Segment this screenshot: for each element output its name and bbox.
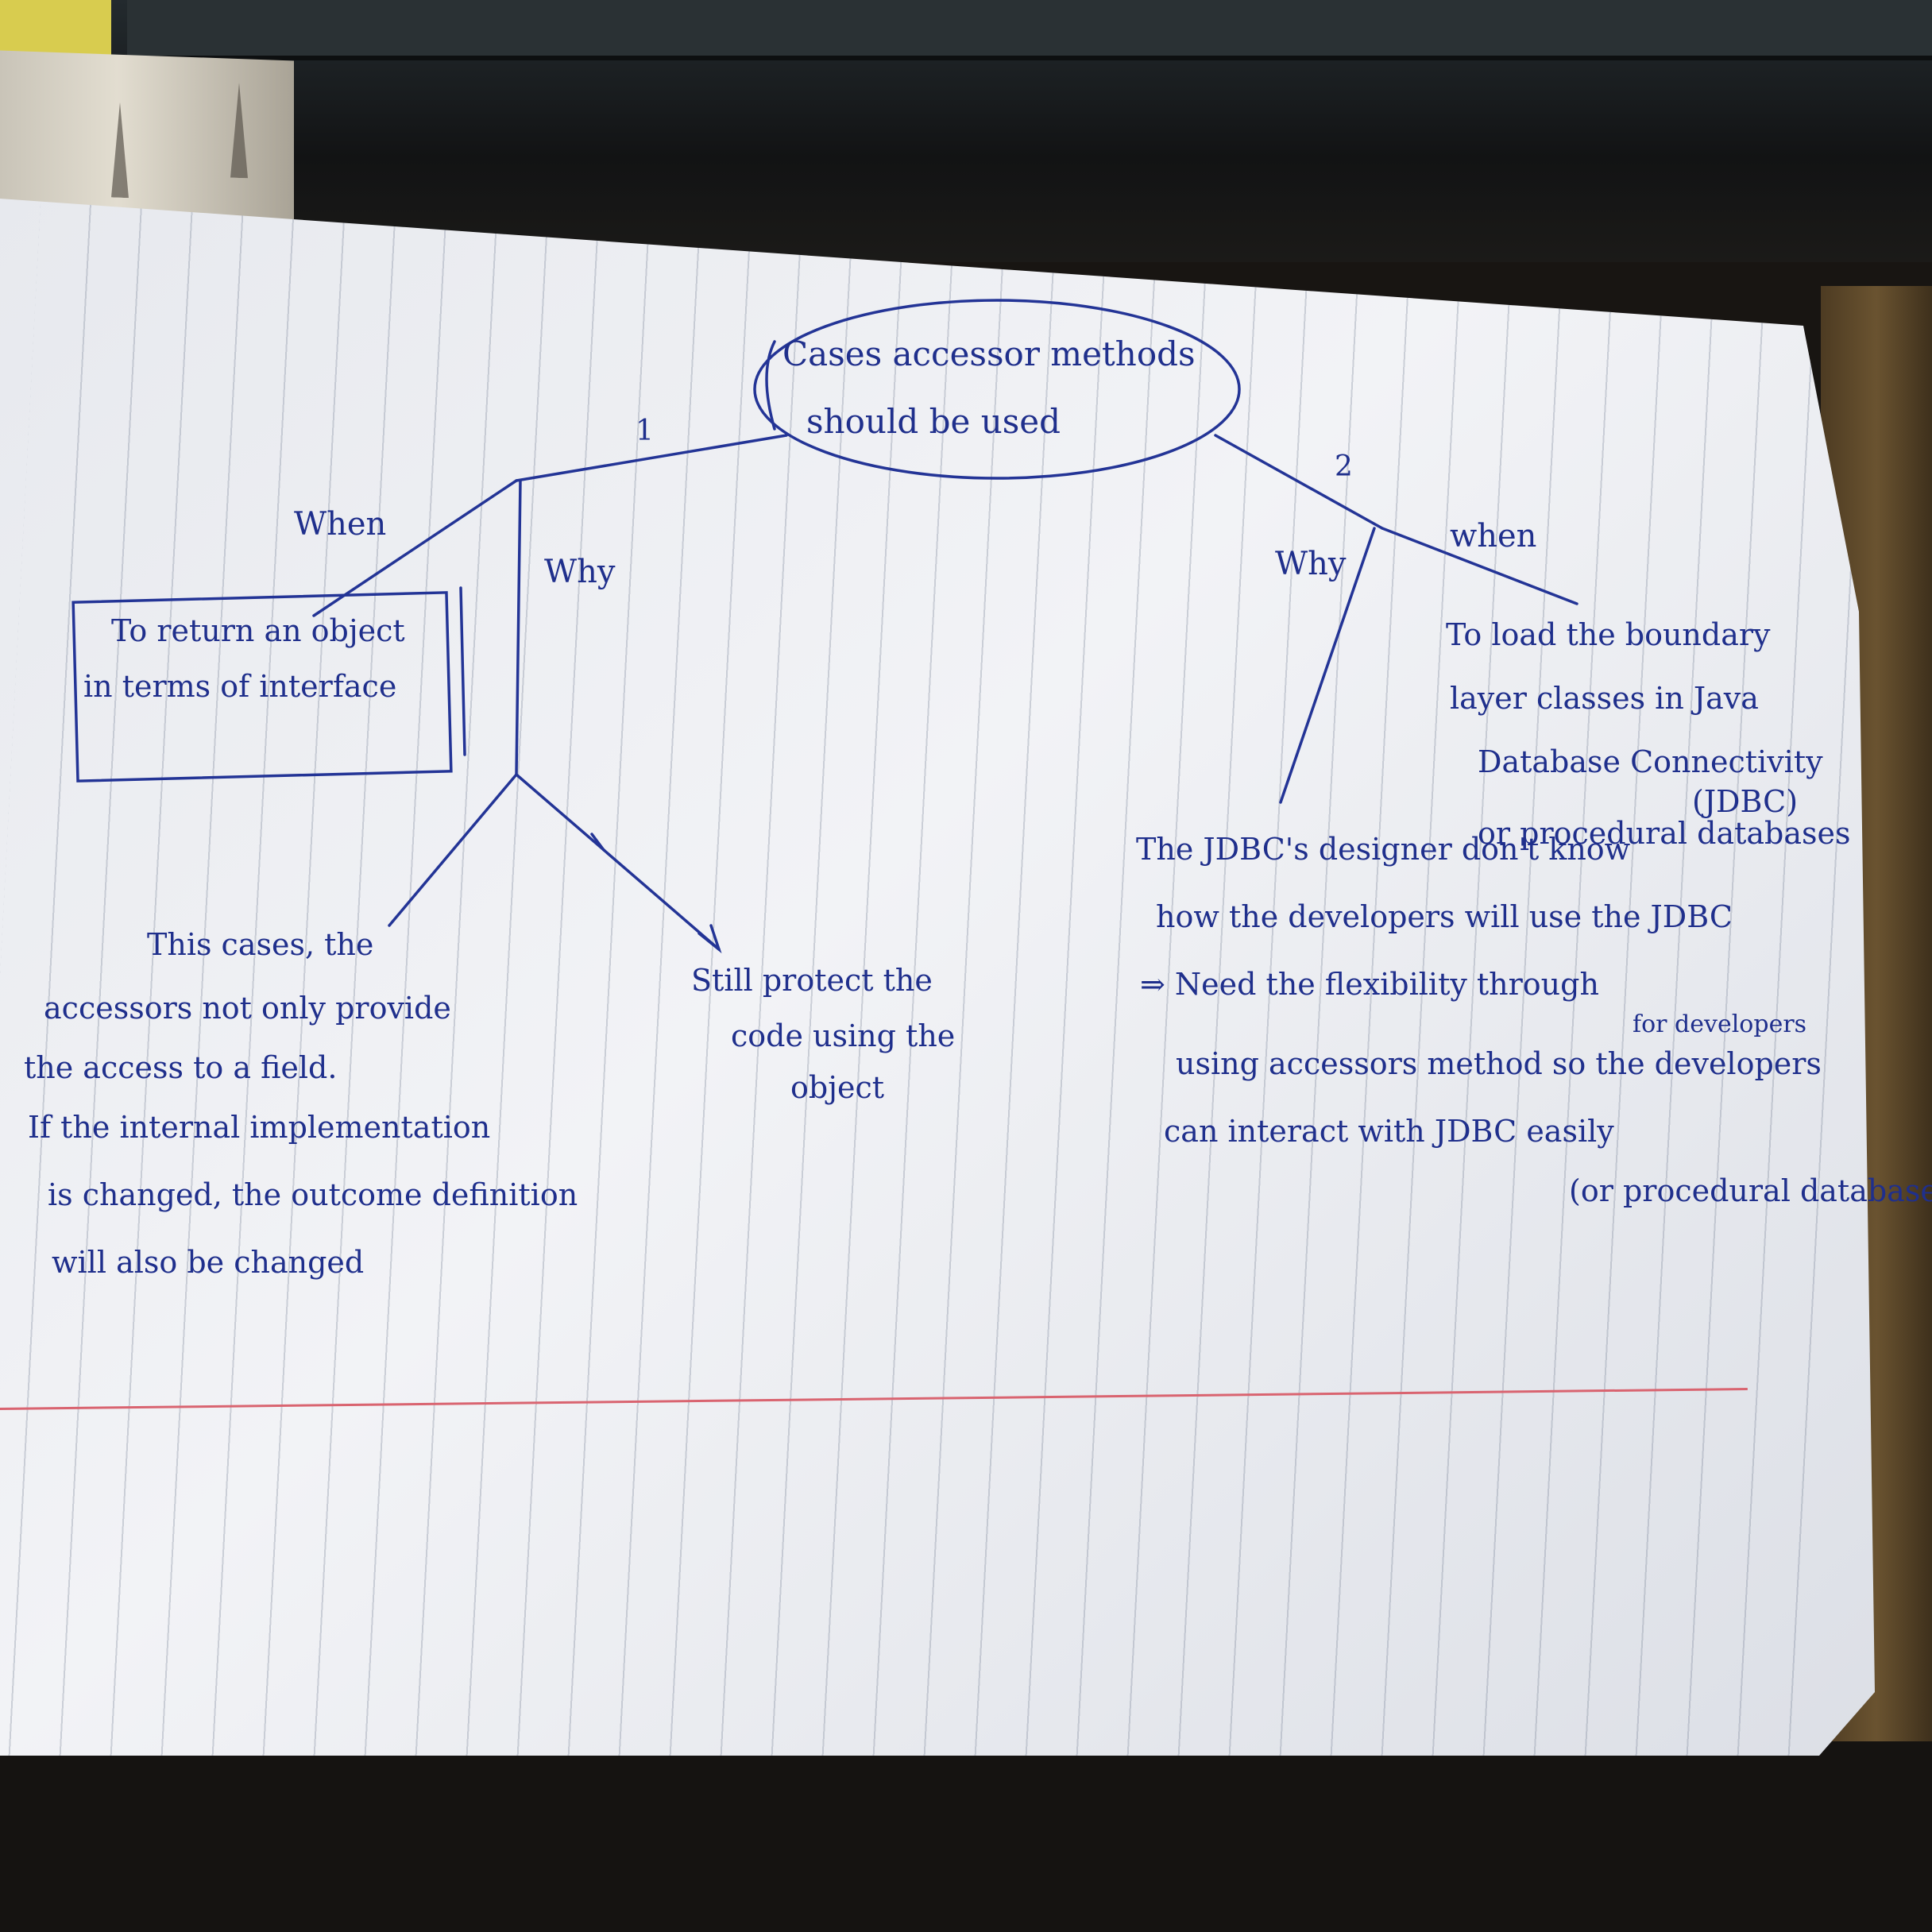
why-left-text-6: will also be changed bbox=[52, 1245, 365, 1280]
branch-1-number: 1 bbox=[636, 415, 654, 447]
desk-shadow bbox=[0, 1741, 1932, 1932]
root-ellipse bbox=[753, 299, 1241, 480]
why-left-text-5: is changed, the outcome definition bbox=[48, 1177, 578, 1212]
why-right-arrowhead bbox=[697, 924, 722, 954]
branch-2-why-text-1: The JDBC's designer don't know bbox=[1136, 832, 1631, 867]
branch-2-edge bbox=[1214, 434, 1384, 530]
branch-2-why-text-3: ⇒ Need the flexibility through bbox=[1140, 967, 1599, 1002]
why-right-text-2: code using the bbox=[731, 1018, 956, 1053]
branch-1-why-edge bbox=[515, 479, 522, 776]
branch-1-edge bbox=[515, 434, 788, 482]
branch-1-when-box bbox=[71, 591, 453, 782]
root-title-line-1: Cases accessor methods bbox=[782, 334, 1196, 373]
why-right-tick bbox=[590, 833, 605, 852]
branch-2-why-text-4: using accessors method so the developers bbox=[1176, 1046, 1822, 1081]
why-right-text-3: object bbox=[790, 1070, 885, 1105]
branch-2-when-text-1: To load the boundary bbox=[1446, 617, 1771, 652]
branch-2-when-text-4: (JDBC) bbox=[1692, 784, 1799, 819]
branch-1-when-text-2: in terms of interface bbox=[83, 669, 397, 704]
branch-2-when-text-3: Database Connectivity bbox=[1478, 744, 1823, 779]
branch-2-when-text-2: layer classes in Java bbox=[1450, 681, 1759, 716]
branch-1-when-edge bbox=[312, 479, 518, 617]
branch-2-when-label: when bbox=[1450, 518, 1537, 554]
root-title-line-2: should be used bbox=[806, 402, 1061, 441]
why-right-text-1: Still protect the bbox=[691, 963, 933, 998]
branch-2-why-text-5: can interact with JDBC easily bbox=[1164, 1114, 1614, 1149]
why-left-text-1: This cases, the bbox=[147, 927, 374, 962]
box-side-stroke bbox=[459, 586, 466, 756]
branch-2-why-text-2: how the developers will use the JDBC bbox=[1156, 899, 1733, 934]
why-left-text-4: If the internal implementation bbox=[28, 1110, 491, 1145]
why-right-edge bbox=[515, 773, 721, 951]
branch-2-why-edge bbox=[1279, 527, 1376, 804]
branch-2-why-insert: for developers bbox=[1633, 1010, 1807, 1038]
root-ellipse-inner-arc bbox=[765, 340, 776, 431]
notebook-page bbox=[0, 199, 1875, 1756]
branch-2-when-edge bbox=[1381, 527, 1578, 605]
why-left-text-3: the access to a field. bbox=[24, 1050, 338, 1085]
branch-2-number: 2 bbox=[1335, 450, 1353, 483]
laptop-edge bbox=[127, 0, 1932, 60]
branch-2-why-text-6: (or procedural databases) bbox=[1569, 1173, 1932, 1208]
branch-2-when-text-5: or procedural databases bbox=[1478, 816, 1851, 851]
branch-2-why-label: Why bbox=[1275, 546, 1347, 582]
why-left-text-2: accessors not only provide bbox=[44, 991, 451, 1026]
branch-1-when-text-1: To return an object bbox=[111, 613, 405, 648]
branch-1-why-label: Why bbox=[544, 554, 616, 590]
branch-1-when-label: When bbox=[294, 506, 387, 543]
why-left-edge bbox=[388, 773, 518, 927]
